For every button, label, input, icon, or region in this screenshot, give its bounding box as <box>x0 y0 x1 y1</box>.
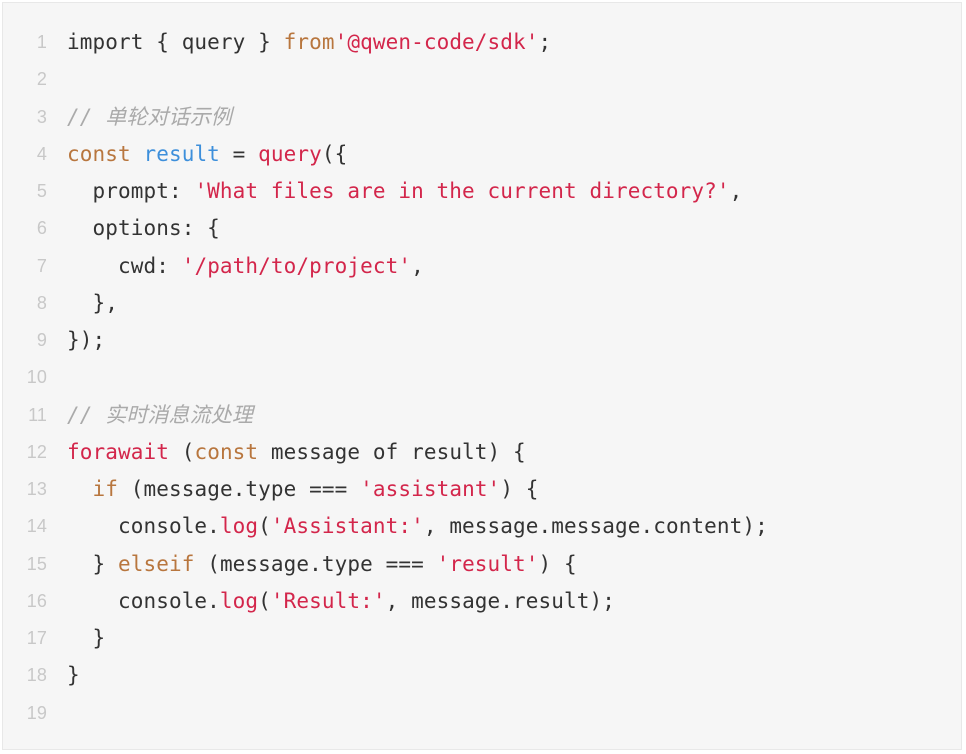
line-number: 11 <box>28 404 47 425</box>
code-text: }); <box>67 328 106 352</box>
code-content: cwd: '/path/to/project', <box>67 248 424 285</box>
line-number: 16 <box>26 590 47 611</box>
line-number: 17 <box>26 628 47 648</box>
code-text: (message.type === <box>194 551 437 576</box>
line-number: 12 <box>26 441 47 462</box>
code-content: }); <box>67 322 105 359</box>
code-variable: result <box>143 141 220 166</box>
code-content: const result = query({ <box>67 136 347 173</box>
code-text <box>131 142 144 166</box>
code-content: options: { <box>67 210 220 247</box>
code-text: cwd: <box>67 253 182 278</box>
code-function: log <box>219 588 259 613</box>
line-number: 18 <box>26 665 47 686</box>
code-text: message of result) { <box>258 439 526 464</box>
code-text: ) { <box>500 477 539 501</box>
code-text: ( <box>258 514 271 539</box>
code-text: , message.result); <box>385 588 615 613</box>
code-content: }, <box>67 285 118 322</box>
line-number: 4 <box>36 143 47 164</box>
code-text: ( <box>168 439 195 464</box>
code-text: } <box>67 663 80 688</box>
code-content: console.log('Result:', message.result); <box>67 583 615 620</box>
line-number: 3 <box>36 106 47 127</box>
code-text: ({ <box>321 141 348 166</box>
code-text: , <box>729 179 743 203</box>
code-keyword: const <box>194 439 259 464</box>
code-text: } <box>67 551 118 576</box>
code-comment: // 实时消息流处理 <box>67 402 253 427</box>
code-content: console.log('Assistant:', message.messag… <box>67 508 768 545</box>
code-text: ( <box>258 588 271 613</box>
code-keyword: from <box>283 30 335 54</box>
code-content: } <box>67 657 80 694</box>
code-content: // 单轮对话示例 <box>67 99 232 136</box>
line-number: 9 <box>36 330 47 350</box>
line-number: 1 <box>36 32 47 52</box>
code-text: console. <box>67 588 220 613</box>
line-number: 15 <box>26 553 47 574</box>
code-function: query <box>258 141 322 166</box>
code-content: } elseif (message.type === 'result') { <box>67 546 577 583</box>
line-number: 6 <box>36 218 47 239</box>
code-text: } <box>67 626 106 650</box>
code-comment: // 单轮对话示例 <box>67 104 232 129</box>
line-number: 7 <box>36 255 47 276</box>
code-text <box>67 477 93 501</box>
line-number: 5 <box>36 181 47 201</box>
code-string: 'result' <box>436 551 539 576</box>
line-number: 10 <box>26 367 47 388</box>
code-text: , <box>411 253 424 278</box>
code-string: '@qwen-code/sdk' <box>334 30 539 54</box>
code-text: prompt: <box>67 179 195 203</box>
code-text: import { query } <box>67 30 284 54</box>
code-keyword: elseif <box>117 551 195 576</box>
code-function: log <box>219 514 259 539</box>
code-content: // 实时消息流处理 <box>67 397 253 434</box>
line-number: 2 <box>36 69 47 90</box>
code-content: if (message.type === 'assistant') { <box>67 471 539 508</box>
line-number: 19 <box>26 702 47 723</box>
code-content: prompt: 'What files are in the current d… <box>67 173 742 210</box>
code-text: ; <box>538 30 552 54</box>
code-content: import { query } from'@qwen-code/sdk'; <box>67 24 551 61</box>
line-number: 8 <box>36 292 47 313</box>
code-text: options: { <box>67 216 220 241</box>
code-content: } <box>67 620 105 657</box>
code-text: (message.type === <box>118 477 361 501</box>
code-string: 'Assistant:' <box>270 514 424 539</box>
code-text: , message.message.content); <box>423 514 768 539</box>
code-text: ) { <box>538 551 577 576</box>
code-keyword: if <box>92 477 118 501</box>
code-string: 'Result:' <box>270 588 386 613</box>
code-text: = <box>219 141 259 166</box>
code-string: 'assistant' <box>360 477 501 501</box>
code-text: }, <box>67 290 118 315</box>
line-number: 13 <box>26 479 47 499</box>
code-string: '/path/to/project' <box>181 253 412 278</box>
code-content: forawait (const message of result) { <box>67 434 526 471</box>
code-keyword: const <box>67 141 131 166</box>
code-function: forawait <box>67 439 169 464</box>
code-text: console. <box>67 514 220 539</box>
line-number: 14 <box>26 516 47 537</box>
code-string: 'What files are in the current directory… <box>194 179 730 203</box>
